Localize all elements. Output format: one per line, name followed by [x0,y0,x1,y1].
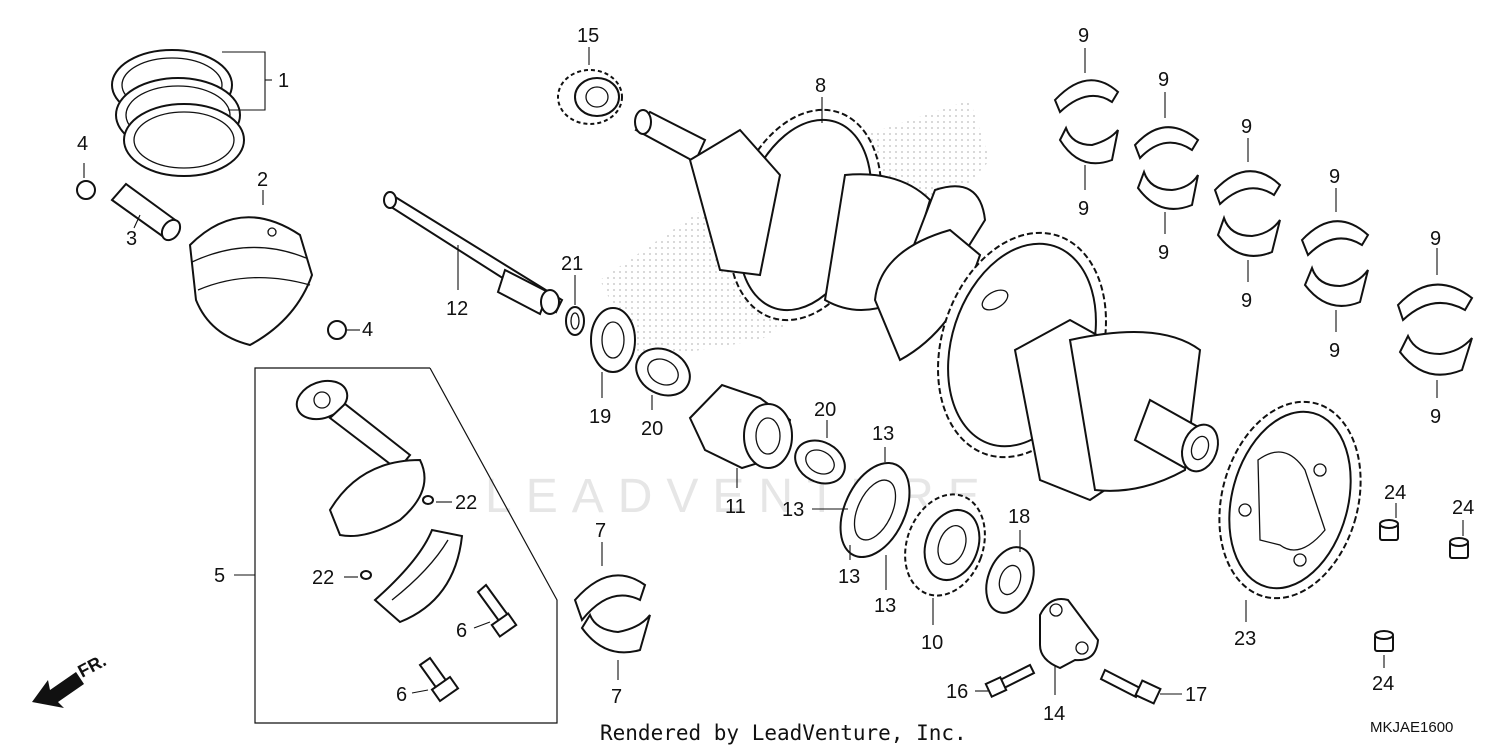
callout-13-top: 13 [872,423,894,445]
footer-credit: Rendered by LeadVenture, Inc. [600,721,967,745]
bracket-bolt-short[interactable] [984,663,1036,699]
callout-13-bottom-left: 13 [838,566,860,588]
callout-13-bottom: 13 [874,595,896,617]
callout-24-c: 24 [1372,673,1394,695]
balancer-gear-hub[interactable] [688,383,793,470]
piston-pin[interactable] [110,182,184,244]
crankpin-bearing-upper[interactable] [573,574,647,623]
balancer-shaft[interactable] [383,191,564,316]
primary-drive-gear[interactable] [892,483,999,607]
main-bearing-pair-5[interactable] [1396,283,1474,376]
callout-7-upper: 7 [595,520,606,542]
callout-11: 11 [725,496,746,518]
callout-14: 14 [1043,703,1065,725]
callout-6-upper: 6 [456,620,467,642]
rod-dowel-lower[interactable] [360,570,372,580]
callout-10: 10 [921,632,943,654]
main-bearing-pair-4[interactable] [1300,220,1370,307]
rod-dowel-upper[interactable] [422,495,434,505]
gear-spacer-washer[interactable] [978,541,1043,620]
callout-19: 19 [589,406,611,428]
callout-9-j: 9 [1430,406,1441,428]
piston[interactable] [188,216,314,347]
connecting-rod[interactable] [291,374,426,537]
callout-4-upper: 4 [77,133,88,155]
callout-3: 3 [126,228,137,250]
front-label: FR. [74,650,109,681]
callout-9-e: 9 [1241,116,1252,138]
diagram-code: MKJAE1600 [1370,719,1453,736]
callout-1: 1 [278,70,289,92]
callout-6-lower: 6 [396,684,407,706]
piston-rings[interactable] [111,49,245,177]
rod-bolt-upper[interactable] [476,583,518,638]
rotor-bolt-c[interactable] [1374,630,1394,652]
needle-bearing-b[interactable] [788,432,853,492]
callout-9-f: 9 [1241,290,1252,312]
main-bearing-pair-1[interactable] [1053,79,1120,165]
thrust-washer-small[interactable] [565,306,585,336]
callout-7-lower: 7 [611,686,622,708]
main-bearing-pair-3[interactable] [1213,170,1282,257]
rod-bolt-lower[interactable] [418,656,460,703]
callout-21: 21 [561,253,583,275]
timing-sprocket[interactable] [557,69,623,125]
callout-16: 16 [946,681,968,703]
ckp-pulser-rotor[interactable] [1198,386,1381,614]
callout-18: 18 [1008,506,1030,528]
callout-20-a: 20 [641,418,663,440]
callout-15: 15 [577,25,599,47]
piston-pin-clip-lower[interactable] [327,320,347,340]
callout-23: 23 [1234,628,1256,650]
callout-8: 8 [815,75,826,97]
conrod-group-box [254,367,558,724]
callout-9-g: 9 [1329,166,1340,188]
callout-9-c: 9 [1158,69,1169,91]
needle-bearing-a[interactable] [628,339,698,404]
callout-17: 17 [1185,684,1207,706]
callout-5: 5 [214,565,225,587]
damper-rubber-ring[interactable] [827,452,924,568]
main-bearing-pair-2[interactable] [1133,126,1200,210]
bracket-bolt-long[interactable] [1099,668,1162,705]
piston-pin-clip-upper[interactable] [76,180,96,200]
rotor-bolt-b[interactable] [1449,537,1469,559]
callout-22-upper: 22 [455,492,477,514]
callout-4-lower: 4 [362,319,373,341]
crankshaft[interactable] [634,90,1224,502]
rotor-bolt-a[interactable] [1379,519,1399,541]
sensor-bracket[interactable] [1039,598,1100,670]
callout-24-b: 24 [1452,497,1474,519]
callout-9-a: 9 [1078,25,1089,47]
callout-9-b: 9 [1078,198,1089,220]
connecting-rod-cap[interactable] [373,528,464,624]
callout-9-d: 9 [1158,242,1169,264]
callout-9-i: 9 [1430,228,1441,250]
front-direction-arrow [32,672,84,708]
callout-2: 2 [257,169,268,191]
callout-20-b: 20 [814,399,836,421]
callout-9-h: 9 [1329,340,1340,362]
crankpin-bearing-lower[interactable] [580,612,651,654]
callout-24-a: 24 [1384,482,1406,504]
callout-22-lower: 22 [312,567,334,589]
callout-12: 12 [446,298,468,320]
thrust-washer-large[interactable] [590,307,636,373]
callout-13-left: 13 [782,499,804,521]
